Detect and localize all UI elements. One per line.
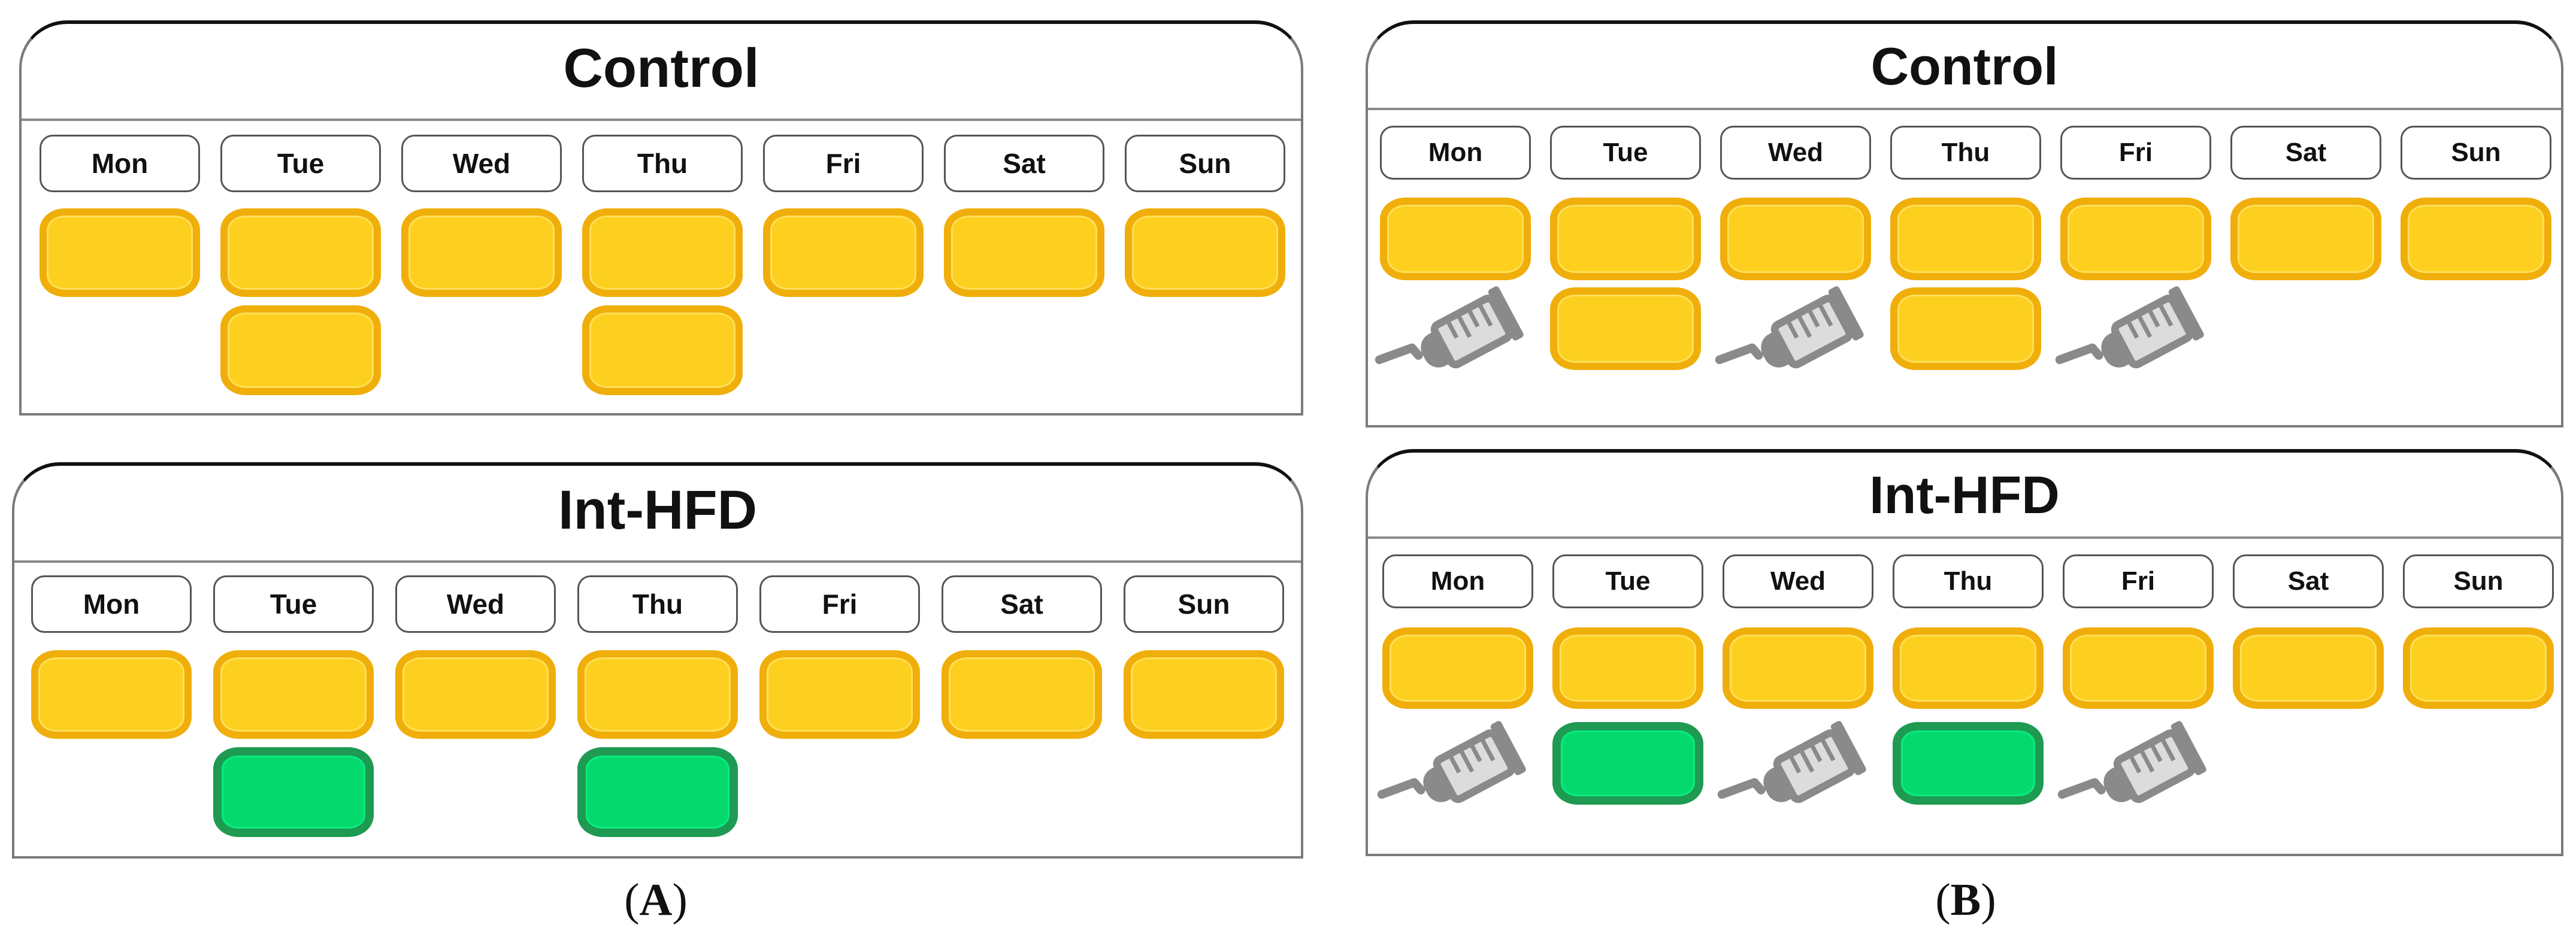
chow-pellet-icon [763, 208, 924, 297]
chow-pellet-icon [1890, 198, 2041, 280]
chow-pellet-icon [944, 208, 1104, 297]
divider [14, 560, 1301, 563]
chow-pellet-icon [31, 650, 192, 739]
high-fat-diet-pellet-icon [1552, 722, 1703, 805]
day-label-sun: Sun [2401, 126, 2551, 180]
chow-pellet-icon [577, 650, 738, 739]
day-label-wed: Wed [1720, 126, 1871, 180]
day-label-mon: Mon [40, 135, 200, 192]
panel-title: Control [1870, 37, 2059, 96]
high-fat-diet-pellet-icon [1893, 722, 2044, 805]
high-fat-diet-pellet-icon [213, 747, 374, 837]
chow-pellet-icon [2401, 198, 2551, 280]
panel-title: Int-HFD [1869, 465, 2060, 524]
chow-pellet-icon [40, 208, 200, 297]
panel-label-letter: A [639, 875, 673, 925]
chow-pellet-icon [1720, 198, 1871, 280]
chow-pellet-icon [2403, 627, 2554, 709]
day-label-fri: Fri [759, 575, 920, 633]
chow-pellet-icon [1550, 287, 1701, 370]
panel-label-letter: B [1950, 875, 1981, 925]
panel-title: Control [563, 38, 759, 99]
divider [1368, 536, 2561, 539]
chow-pellet-icon [1890, 287, 2041, 370]
day-label-wed: Wed [395, 575, 556, 633]
day-label-thu: Thu [1890, 126, 2041, 180]
day-label-mon: Mon [1382, 554, 1533, 608]
syringe-icon [2057, 717, 2220, 815]
chow-pellet-icon [1893, 627, 2044, 709]
day-label-sat: Sat [2233, 554, 2384, 608]
panel-title: Int-HFD [558, 480, 758, 541]
syringe-icon [1714, 283, 1877, 380]
chow-pellet-icon [582, 305, 743, 395]
day-label-sat: Sat [944, 135, 1104, 192]
chow-pellet-icon [401, 208, 562, 297]
day-label-wed: Wed [401, 135, 562, 192]
panel-label-b: (B) [1935, 875, 1996, 925]
chow-pellet-icon [1550, 198, 1701, 280]
panel-b-int-hfd: Int-HFD Mon Tue Wed Thu Fri Sat Sun [1366, 449, 2563, 856]
chow-pellet-icon [1723, 627, 1873, 709]
panel-label-a: (A) [624, 875, 688, 925]
chow-pellet-icon [1125, 208, 1285, 297]
chow-pellet-icon [2063, 627, 2214, 709]
day-label-sat: Sat [2230, 126, 2381, 180]
day-label-tue: Tue [1550, 126, 1701, 180]
day-label-fri: Fri [2060, 126, 2211, 180]
chow-pellet-icon [395, 650, 556, 739]
syringe-icon [2054, 283, 2217, 380]
day-label-wed: Wed [1723, 554, 1873, 608]
syringe-icon [1376, 717, 1539, 815]
syringe-icon [1717, 717, 1879, 815]
day-label-thu: Thu [582, 135, 743, 192]
syringe-icon [1374, 283, 1537, 380]
divider [1368, 108, 2561, 110]
day-label-tue: Tue [213, 575, 374, 633]
day-label-sat: Sat [942, 575, 1102, 633]
day-label-fri: Fri [2063, 554, 2214, 608]
day-label-tue: Tue [220, 135, 381, 192]
chow-pellet-icon [220, 208, 381, 297]
day-label-fri: Fri [763, 135, 924, 192]
divider [22, 119, 1301, 121]
high-fat-diet-pellet-icon [577, 747, 738, 837]
chow-pellet-icon [213, 650, 374, 739]
panel-b-control: Control Mon Tue Wed Thu Fri Sat Sun [1366, 20, 2563, 427]
day-label-tue: Tue [1552, 554, 1703, 608]
chow-pellet-icon [220, 305, 381, 395]
day-label-thu: Thu [577, 575, 738, 633]
chow-pellet-icon [1382, 627, 1533, 709]
chow-pellet-icon [1552, 627, 1703, 709]
day-label-sun: Sun [2403, 554, 2554, 608]
chow-pellet-icon [2233, 627, 2384, 709]
chow-pellet-icon [1380, 198, 1531, 280]
chow-pellet-icon [942, 650, 1102, 739]
panel-a-int-hfd: Int-HFD Mon Tue Wed Thu Fri Sat Sun [12, 462, 1303, 859]
chow-pellet-icon [759, 650, 920, 739]
chow-pellet-icon [2060, 198, 2211, 280]
day-label-sun: Sun [1124, 575, 1284, 633]
chow-pellet-icon [2230, 198, 2381, 280]
day-label-sun: Sun [1125, 135, 1285, 192]
day-label-thu: Thu [1893, 554, 2044, 608]
chow-pellet-icon [582, 208, 743, 297]
day-label-mon: Mon [1380, 126, 1531, 180]
panel-a-control: Control Mon Tue Wed Thu Fri Sat Sun [19, 20, 1303, 416]
day-label-mon: Mon [31, 575, 192, 633]
chow-pellet-icon [1124, 650, 1284, 739]
